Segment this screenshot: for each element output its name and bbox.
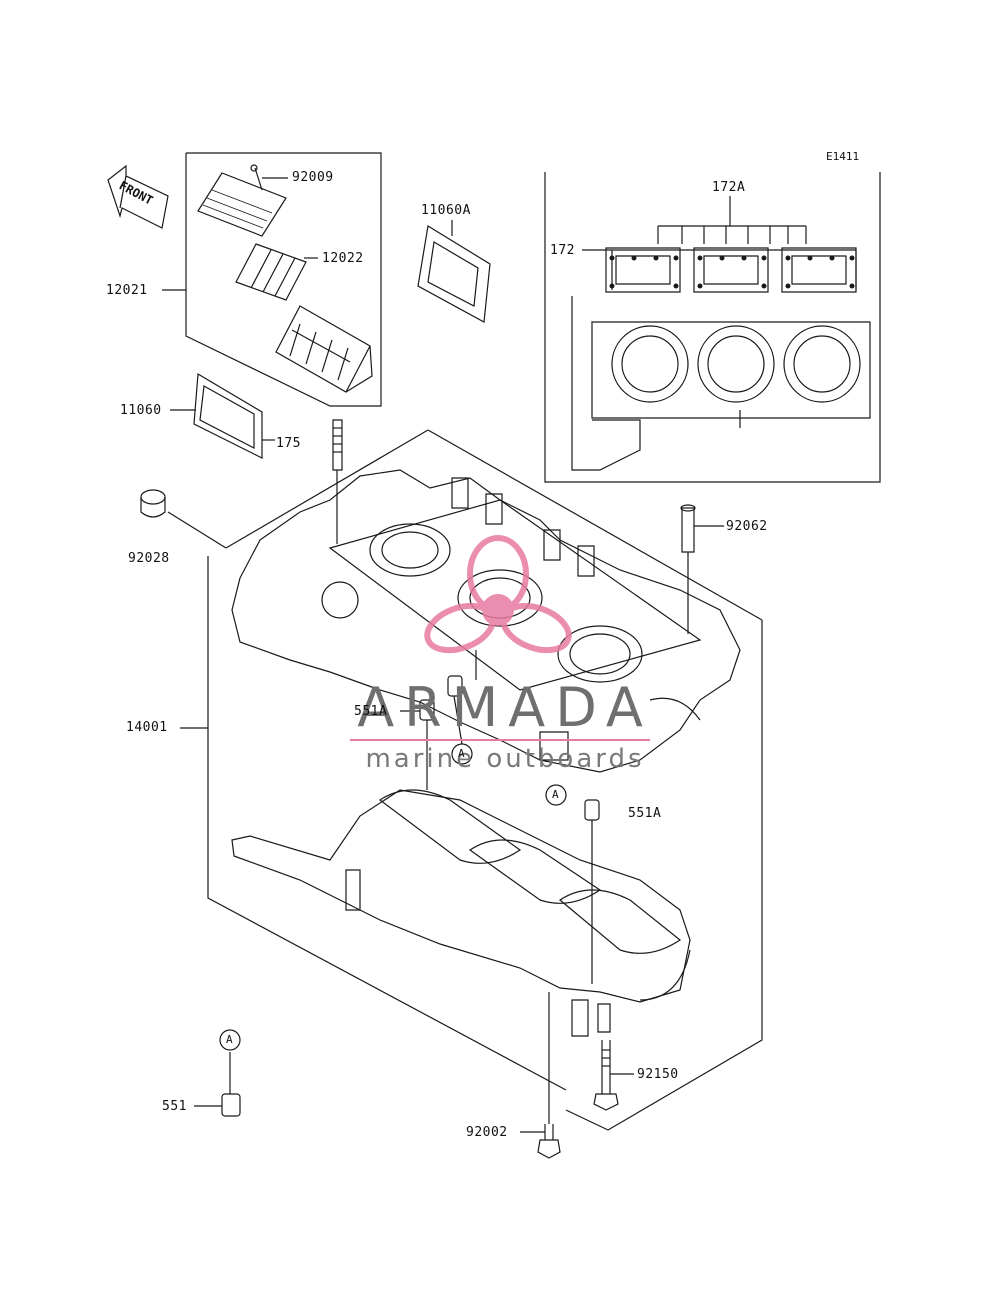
part-label-92028: 92028	[128, 551, 170, 566]
armada-propeller-logo	[421, 538, 575, 658]
dowel-551A-right	[585, 800, 599, 984]
watermark-brand: ARMADA	[357, 676, 653, 739]
gasket-11060	[170, 374, 275, 458]
part-label-92150: 92150	[637, 1067, 679, 1082]
part-label-551: 551	[162, 1099, 187, 1114]
part-label-11060: 11060	[120, 403, 162, 418]
cylinder-inset-box	[545, 172, 880, 482]
part-label-551A-right: 551A	[628, 806, 662, 821]
dowel-551A-upper	[400, 650, 476, 790]
part-label-12022: 12022	[322, 251, 364, 266]
diagram-code: E1411	[826, 150, 860, 163]
reed-petals	[236, 244, 318, 300]
lower-crankcase	[232, 790, 690, 1036]
ref-mark-a: A	[552, 788, 559, 801]
part-label-551A-upper: 551A	[354, 704, 388, 719]
front-direction-arrow	[108, 166, 168, 228]
part-label-175: 175	[276, 436, 301, 451]
bolt-92002	[520, 992, 560, 1158]
ref-mark-circle	[452, 744, 472, 764]
upper-crankcase	[232, 470, 740, 772]
part-label-12021: 12021	[106, 283, 148, 298]
part-label-92002: 92002	[466, 1125, 508, 1140]
part-label-92009: 92009	[292, 170, 334, 185]
ref-mark-a: A	[226, 1033, 233, 1046]
reed-valve-assembly-box	[162, 153, 381, 406]
part-label-172A: 172A	[712, 180, 746, 195]
part-label-11060A: 11060A	[421, 203, 471, 218]
bolt-92062	[681, 505, 724, 634]
dowel-551	[194, 1052, 240, 1116]
ref-mark-circle	[220, 1030, 240, 1050]
crankcase-group-box	[180, 430, 762, 1130]
plug-92028	[141, 490, 226, 548]
part-label-14001: 14001	[126, 720, 168, 735]
ref-mark-circle	[546, 785, 566, 805]
reed-cage-body	[276, 306, 372, 392]
watermark-tagline: marine outboards	[365, 744, 645, 774]
part-label-92062: 92062	[726, 519, 768, 534]
cylinder-inset-bolts	[609, 255, 855, 289]
reed-stopper-plate	[198, 165, 288, 236]
bolt-92150	[594, 1040, 634, 1110]
gasket-11060A	[418, 220, 490, 322]
ref-mark-a: A	[458, 747, 465, 760]
stud-175	[333, 420, 342, 544]
part-label-172: 172	[550, 243, 575, 258]
